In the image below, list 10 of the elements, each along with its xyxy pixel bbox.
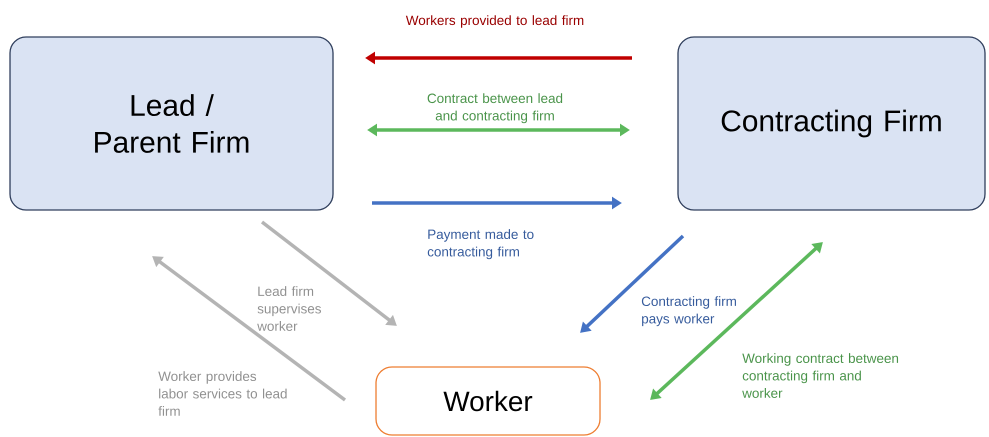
- box: Contracting Firm: [677, 36, 986, 211]
- box: Worker: [375, 366, 601, 436]
- edge-label: Payment made to contracting firm: [428, 229, 534, 260]
- edge-label: Contracting firm pays worker: [642, 296, 736, 326]
- edge-label: Worker provides labor services to lead firm: [158, 371, 287, 416]
- edge-label: Working contract between contracting firm and worker: [742, 353, 898, 398]
- edge-label: Contract between lead and contracting firm: [428, 93, 562, 124]
- edge-label: Lead firm supervises worker: [257, 286, 321, 331]
- box: Lead / Parent Firm: [9, 36, 334, 211]
- edge-label: Workers provided to lead firm: [406, 15, 584, 28]
